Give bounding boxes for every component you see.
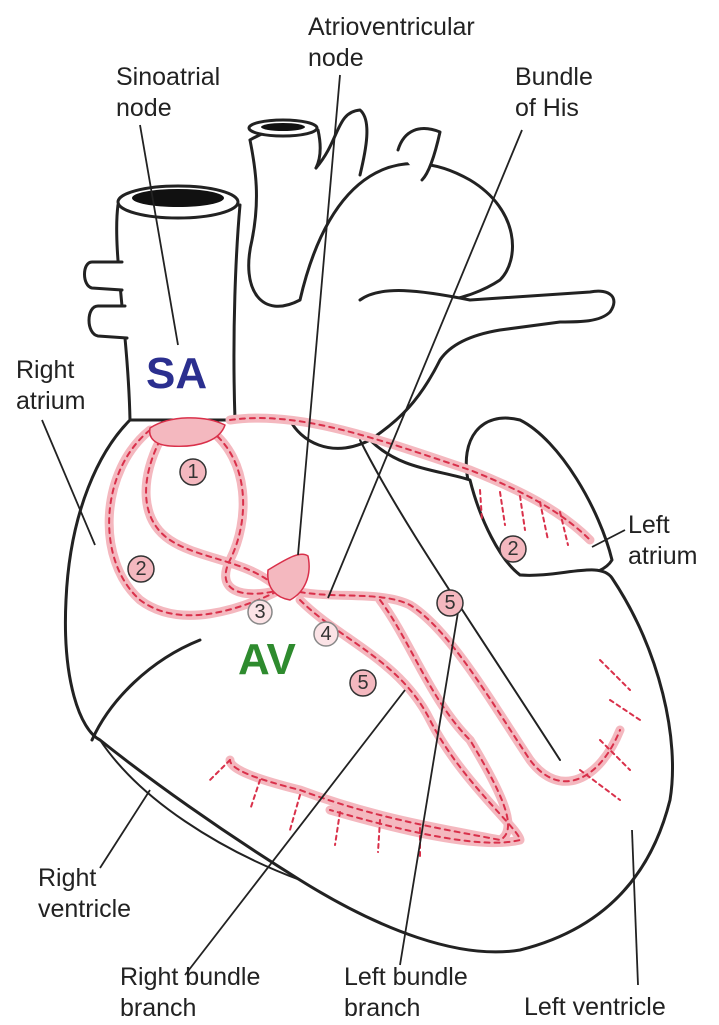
marker-5-lower: 5	[350, 670, 376, 696]
aorta	[249, 140, 513, 310]
label-left-atrium: Left atrium	[628, 510, 697, 572]
marker-5-upper-label: 5	[444, 592, 455, 614]
right-pulmonary-vein-lower	[89, 306, 127, 338]
marker-4: 4	[314, 622, 338, 646]
marker-4-label: 4	[320, 623, 331, 645]
label-av-node: Atrioventricular node	[308, 12, 475, 74]
label-sa-node: Sinoatrial node	[116, 62, 220, 124]
label-bundle-his: Bundle of His	[515, 62, 593, 124]
label-left-bundle-branch: Left bundle branch	[344, 962, 468, 1024]
marker-1-label: 1	[187, 461, 198, 483]
marker-3-label: 3	[254, 601, 265, 623]
pulmonary-artery	[360, 291, 614, 440]
label-right-bundle-branch: Right bundle branch	[120, 962, 260, 1024]
marker-2-left-label: 2	[507, 538, 518, 560]
label-right-atrium: Right atrium	[16, 355, 85, 417]
aortic-arch-branch-2	[316, 110, 367, 175]
label-right-ventricle: Right ventricle	[38, 863, 131, 925]
right-pulmonary-vein-upper	[85, 262, 123, 290]
marker-3: 3	[248, 600, 272, 624]
leader-right-ventricle	[100, 790, 150, 868]
marker-1: 1	[180, 459, 206, 485]
label-left-ventricle: Left ventricle	[524, 992, 666, 1023]
marker-5-upper: 5	[437, 590, 463, 616]
abbr-av: AV	[238, 636, 296, 684]
marker-2-left: 2	[500, 536, 526, 562]
marker-5-lower-label: 5	[357, 672, 368, 694]
marker-2-right: 2	[128, 556, 154, 582]
marker-2-right-label: 2	[135, 558, 146, 580]
abbr-sa: SA	[146, 350, 207, 398]
leader-right-atrium	[42, 420, 95, 545]
